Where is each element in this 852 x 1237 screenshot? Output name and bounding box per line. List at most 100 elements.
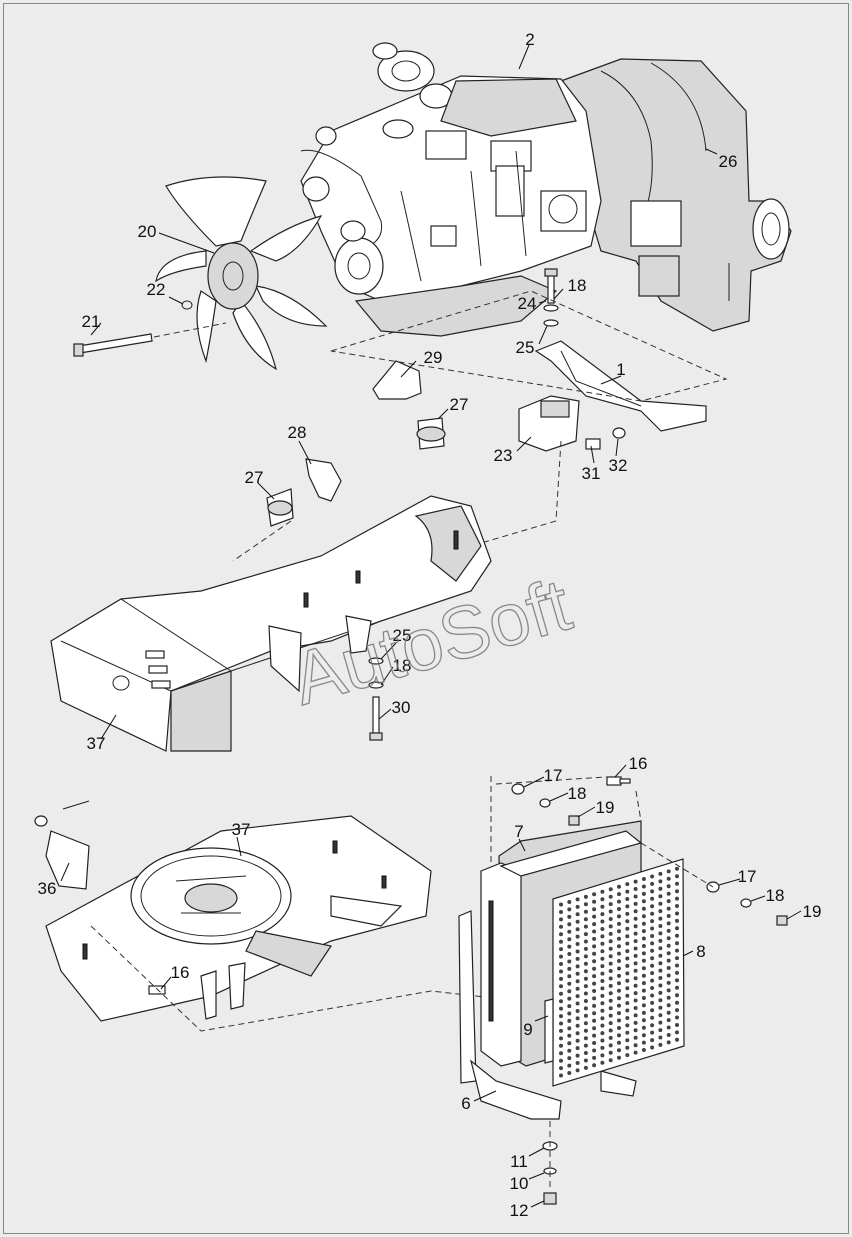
screen-hole [650, 1023, 655, 1028]
screen-hole [675, 978, 679, 983]
screen-hole [633, 953, 638, 958]
screen-hole [625, 1008, 630, 1013]
screen-hole [575, 971, 580, 976]
screen-hole [658, 998, 663, 1003]
screen-hole [583, 1013, 588, 1018]
diagram-frame: 2 26 20 22 21 24 18 25 1 29 27 23 31 32 … [3, 3, 849, 1234]
screen-hole [625, 978, 630, 983]
screen-hole [567, 922, 572, 927]
screen-hole [559, 939, 563, 944]
screen-hole [583, 946, 588, 951]
screen-hole [583, 954, 588, 959]
screen-hole [600, 1031, 605, 1036]
screen-hole [608, 1050, 613, 1055]
screen-hole [675, 866, 679, 871]
screen-hole [641, 1010, 646, 1015]
screen-hole [633, 1043, 638, 1048]
screen-hole [559, 954, 563, 959]
screen-hole [641, 981, 646, 986]
fan-blade-assembly [155, 176, 328, 371]
screen-hole [600, 927, 605, 931]
screen-hole [583, 1058, 588, 1063]
screen-hole [583, 1036, 588, 1041]
screen-hole [608, 983, 613, 988]
screen-hole [633, 946, 638, 951]
screen-hole [600, 934, 605, 939]
screen-hole [575, 904, 580, 909]
screen-hole [583, 1021, 588, 1026]
screen-hole [575, 979, 580, 984]
screen-hole [666, 936, 671, 941]
callout-19-a: 19 [596, 798, 615, 817]
screen-hole [650, 926, 655, 931]
screen-hole [633, 887, 638, 891]
callout-18-b: 18 [393, 656, 412, 675]
screen-hole [608, 1013, 613, 1018]
screen-hole [592, 1003, 597, 1008]
callout-32: 32 [609, 456, 628, 475]
screen-hole [658, 901, 663, 906]
screen-hole [559, 1014, 563, 1019]
screen-hole [641, 1048, 646, 1052]
screen-hole [650, 904, 655, 909]
screen-hole [675, 956, 679, 961]
screen-hole [675, 948, 679, 953]
screen-hole [641, 1003, 646, 1008]
screen-hole [617, 1048, 621, 1053]
screen-hole [592, 1026, 597, 1031]
callout-19-b: 19 [803, 902, 822, 921]
screen-hole [641, 1040, 646, 1045]
screen-hole [559, 1073, 563, 1078]
screen-hole [592, 1055, 597, 1060]
screen-hole [658, 916, 663, 921]
callout-25-b: 25 [393, 626, 412, 645]
screen-hole [625, 949, 630, 954]
screen-hole [666, 921, 671, 926]
screen-hole [583, 939, 588, 944]
screen-hole [617, 914, 621, 919]
callout-26: 26 [719, 152, 738, 171]
screen-hole [617, 966, 621, 971]
screen-hole [559, 1036, 563, 1041]
screen-hole [625, 1016, 630, 1020]
screen-hole [559, 1006, 563, 1011]
screen-hole [559, 1058, 563, 1063]
screen-hole [666, 1018, 671, 1023]
screen-hole [658, 1005, 663, 1010]
screen-hole [633, 968, 638, 973]
screen-hole [641, 877, 646, 881]
screen-hole [592, 1011, 597, 1016]
screen-hole [559, 924, 563, 929]
screen-hole [608, 1006, 613, 1011]
screen-hole [575, 1038, 580, 1043]
screen-hole [666, 1003, 671, 1008]
screen-hole [583, 1065, 588, 1070]
screen-hole [617, 981, 621, 986]
callout-10: 10 [510, 1174, 529, 1193]
screen-hole [641, 944, 646, 948]
screen-hole [666, 899, 671, 904]
screen-hole [575, 1046, 580, 1051]
screen-hole [633, 1013, 638, 1018]
callout-25-a: 25 [516, 338, 535, 357]
screen-hole [617, 892, 621, 897]
screen-hole [675, 896, 679, 901]
screen-hole [608, 961, 613, 966]
screen-hole [633, 1050, 638, 1055]
screen-hole [567, 1011, 572, 1016]
callout-37-a: 37 [87, 734, 106, 753]
screen-hole [583, 894, 588, 899]
screen-hole [559, 1028, 563, 1033]
screen-hole [608, 998, 613, 1003]
screen-hole [675, 918, 679, 923]
screen-hole [650, 896, 655, 901]
screen-hole [617, 1018, 621, 1023]
screen-hole [641, 914, 646, 919]
callout-12: 12 [510, 1201, 529, 1220]
screen-hole [658, 976, 663, 980]
screen-hole [666, 988, 671, 993]
screen-hole [592, 914, 597, 919]
callout-18-c: 18 [568, 784, 587, 803]
callout-9: 9 [523, 1020, 532, 1039]
screen-hole [559, 947, 563, 952]
